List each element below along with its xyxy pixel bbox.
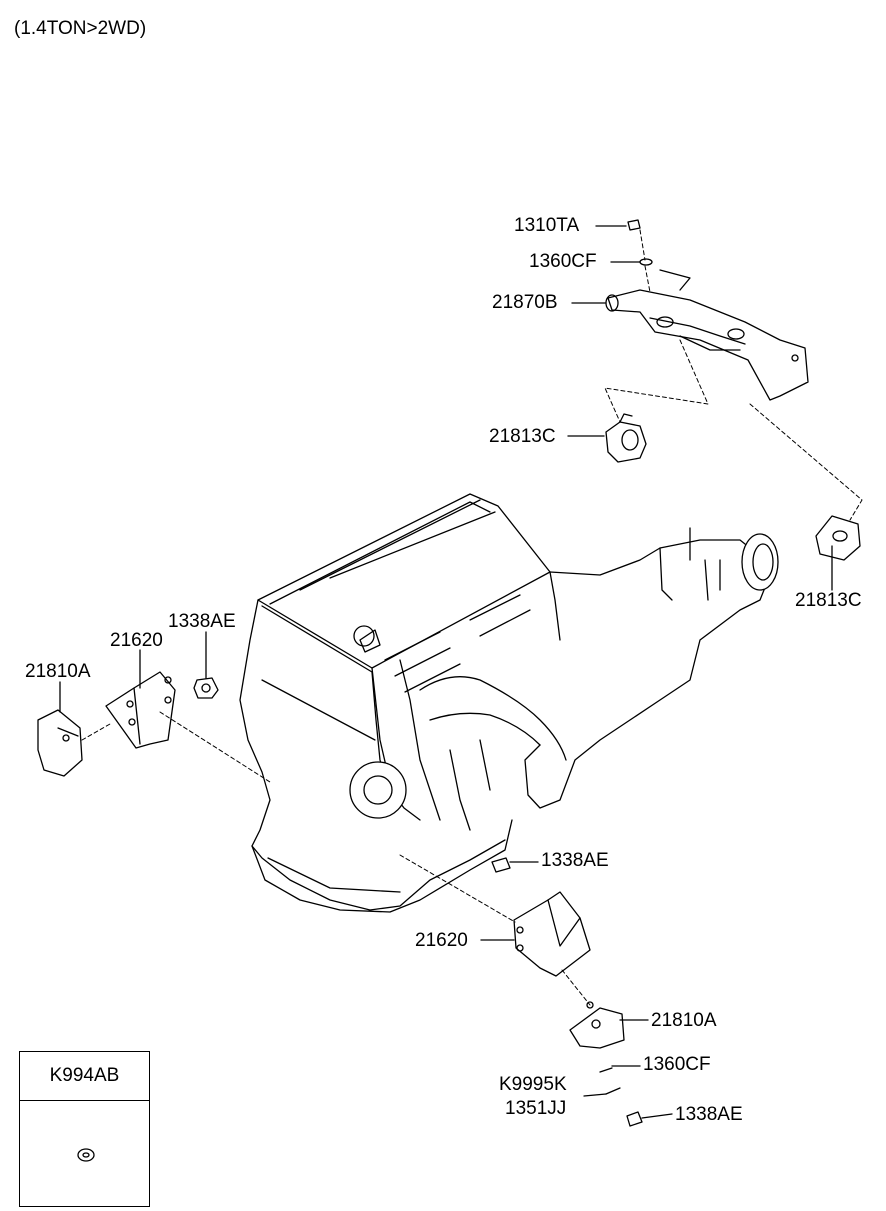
callout-1338AE-mid: 1338AE xyxy=(541,850,609,871)
nut-1338AE-left xyxy=(193,677,219,699)
callout-1351JJ: 1351JJ xyxy=(505,1098,567,1119)
callout-1338AE-bottom: 1338AE xyxy=(675,1104,743,1125)
assembly-dash-lines xyxy=(81,229,863,1006)
bracket-21620-right xyxy=(513,891,591,977)
nut-1310TA xyxy=(627,219,641,231)
mount-21810A-right xyxy=(569,1001,625,1049)
callout-21813C-top: 21813C xyxy=(489,426,556,447)
washer-1360CF-top xyxy=(639,258,653,266)
insulator-21813C-right xyxy=(815,515,861,561)
diagram-variant-title: (1.4TON>2WD) xyxy=(14,18,147,39)
engine-assembly xyxy=(239,493,779,913)
nut-1338AE-mid xyxy=(491,857,511,873)
callout-21813C-right: 21813C xyxy=(795,590,862,611)
clip-K994AB xyxy=(77,1148,95,1162)
callout-1360CF-bottom: 1360CF xyxy=(643,1054,711,1075)
callout-21870B: 21870B xyxy=(492,292,558,313)
callout-21810A-right: 21810A xyxy=(651,1010,717,1031)
callout-21620-left: 21620 xyxy=(110,630,163,651)
legend-box-code: K994AB xyxy=(20,1052,149,1101)
callout-1360CF-top: 1360CF xyxy=(529,251,597,272)
leader-lines xyxy=(59,225,833,1119)
bolt-K9995K xyxy=(605,1087,621,1095)
callout-21810A-left: 21810A xyxy=(25,661,91,682)
bracket-21620-left xyxy=(105,671,176,749)
mount-bracket-21870B xyxy=(605,269,809,401)
callout-K9995K: K9995K xyxy=(499,1074,567,1095)
insulator-21813C-top xyxy=(605,413,647,463)
washer-1360CF-bottom xyxy=(599,1067,613,1073)
nut-1338AE-bottom xyxy=(626,1111,643,1127)
mount-21810A-left xyxy=(37,709,83,777)
callout-1338AE-left: 1338AE xyxy=(168,611,236,632)
callout-1310TA: 1310TA xyxy=(514,215,580,236)
callout-21620-right: 21620 xyxy=(415,930,468,951)
legend-box-K994AB: K994AB xyxy=(19,1051,150,1207)
